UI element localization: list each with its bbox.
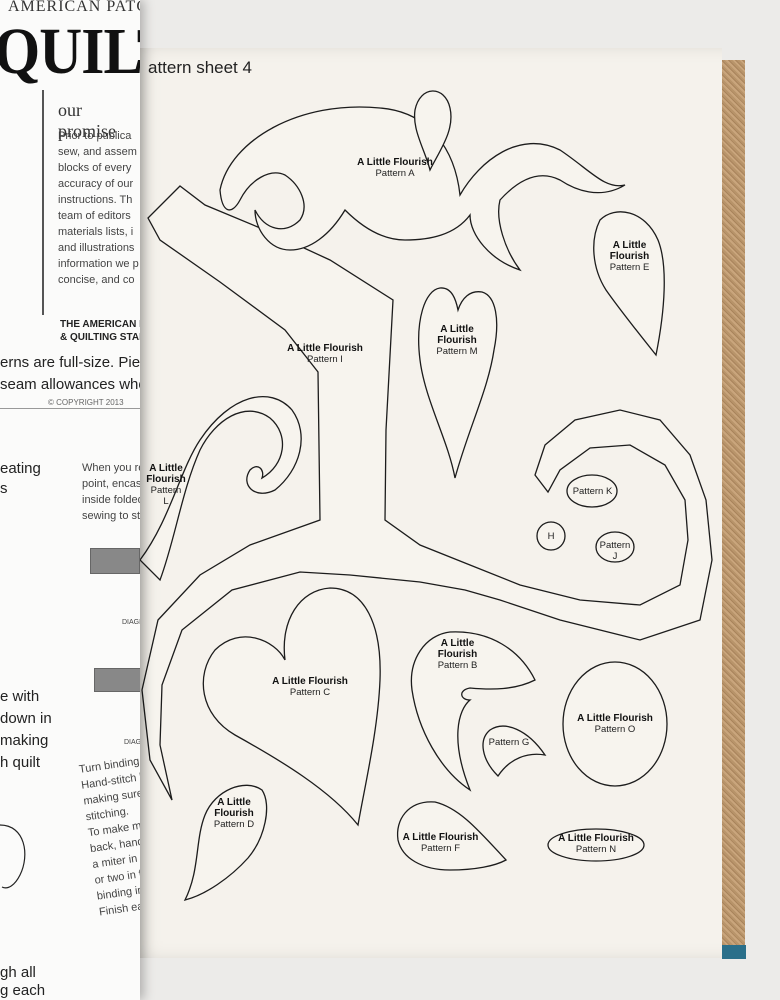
- binding-sketch: [0, 824, 26, 889]
- pattern-k-shape: [566, 474, 618, 508]
- pattern-o-shape: [562, 661, 668, 787]
- diagram-image: [94, 668, 140, 692]
- magazine-brand-large: QUILTIN: [0, 15, 140, 88]
- pattern-g-shape: [482, 725, 547, 778]
- pattern-l-shape: [139, 396, 302, 582]
- diagram-image: [90, 548, 140, 574]
- left-fragment: making: [0, 732, 49, 749]
- pattern-d-shape: [183, 784, 268, 901]
- left-fragment: g each: [0, 982, 46, 999]
- divider: [0, 408, 140, 409]
- magazine-page: AMERICAN PATCHW QUILTIN our promise Prio…: [0, 0, 140, 1000]
- pattern-k-label: Pattern K: [572, 486, 613, 497]
- diagram-label: DIAGRAM: [122, 619, 140, 626]
- pattern-h-shape: [536, 521, 566, 551]
- pattern-i-shape: [141, 185, 713, 801]
- pattern-h-label: H: [547, 531, 555, 542]
- binding-text-top: When you return point, encase bin inside…: [82, 462, 140, 522]
- pattern-b-shape: [410, 631, 536, 792]
- left-fragment: down in: [0, 710, 52, 727]
- pattern-n-shape: [547, 828, 645, 862]
- copyright: © COPYRIGHT 2013: [48, 398, 124, 407]
- pattern-f-shape: [396, 801, 508, 871]
- promise-text: Prior to publica sew, and assem blocks o…: [58, 130, 139, 286]
- pattern-a-inner: [413, 90, 452, 172]
- sheet-title: attern sheet 4: [148, 58, 252, 77]
- diagram-label: DIAGRAM: [124, 739, 140, 746]
- pattern-m-shape: [418, 287, 498, 479]
- promise-heading: our promise: [58, 100, 116, 141]
- left-fragment: e with: [0, 688, 40, 705]
- pattern-g-label: Pattern G: [488, 737, 530, 748]
- staff-credit: THE AMERICAN PATCH & QUILTING STAFF: [60, 319, 140, 343]
- left-fragment: s: [0, 480, 8, 497]
- column-rule: [42, 90, 44, 315]
- binding-text-bottom: Turn binding Hand-stitch bind making sur…: [78, 755, 140, 919]
- pattern-c-shape: [202, 587, 381, 827]
- magazine-brand-small: AMERICAN PATCHW: [8, 0, 140, 15]
- left-fragment: h quilt: [0, 754, 41, 771]
- full-size-note: erns are full-size. Piecin seam allowanc…: [0, 354, 140, 393]
- pattern-j-shape: [595, 531, 635, 563]
- pattern-e-shape: [593, 211, 665, 357]
- left-fragment: gh all: [0, 964, 36, 981]
- pattern-a-shape: [219, 106, 626, 272]
- left-fragment: eating: [0, 460, 41, 477]
- cork-trim: [722, 945, 746, 959]
